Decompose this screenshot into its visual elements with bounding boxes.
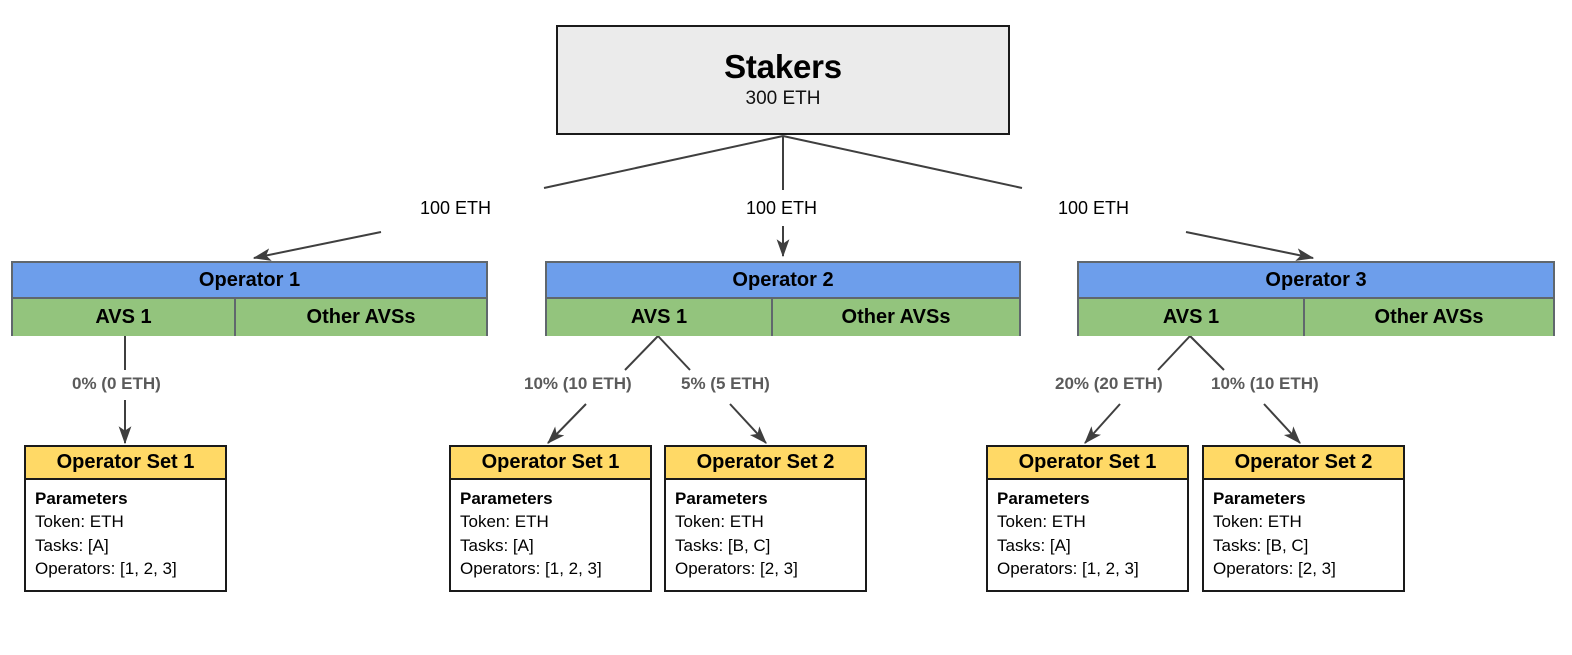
operator-set-title: Operator Set 1 [451, 447, 650, 480]
operator-2-title: Operator 2 [547, 263, 1019, 299]
operator-set-node-op2-set2[interactable]: Operator Set 2 Parameters Token: ETH Tas… [664, 445, 867, 592]
param-token: Token: ETH [675, 512, 764, 532]
edge-stakers-op3-lower [1185, 231, 1315, 261]
param-operators: Operators: [1, 2, 3] [35, 558, 177, 578]
allocation-label-op2-set1: 10% (10 ETH) [524, 374, 632, 393]
stake-label-op2: 100 ETH [746, 198, 818, 218]
param-token: Token: ETH [35, 512, 124, 532]
edge-op3-set1-upper [1157, 335, 1191, 371]
operator-3-avs-row: AVS 1 Other AVSs [1079, 299, 1553, 336]
operator-node-2[interactable]: Operator 2 AVS 1 Other AVSs [545, 261, 1021, 336]
allocation-label-op3-set2: 10% (10 ETH) [1211, 374, 1319, 393]
param-tasks: Tasks: [B, C] [1213, 535, 1309, 555]
edge-op3-set1-lower [1084, 403, 1121, 444]
stake-label-op1: 100 ETH [420, 198, 492, 218]
parameters-heading: Parameters [35, 489, 128, 508]
edge-op2-set2-lower [729, 403, 767, 444]
edge-op2-set2-upper [657, 335, 691, 371]
edge-stakers-op1-upper [543, 135, 784, 189]
edge-op2-set1-upper [624, 335, 659, 371]
param-token: Token: ETH [1213, 512, 1302, 532]
operator-1-title: Operator 1 [13, 263, 486, 299]
operator-set-title: Operator Set 2 [666, 447, 865, 480]
stakers-amount: 300 ETH [745, 88, 821, 110]
param-operators: Operators: [2, 3] [675, 558, 798, 578]
parameters-heading: Parameters [1213, 489, 1306, 508]
edge-op3-set2-lower [1263, 403, 1301, 444]
operator-set-body: Parameters Token: ETH Tasks: [A] Operato… [26, 480, 225, 586]
operator-set-body: Parameters Token: ETH Tasks: [B, C] Oper… [666, 480, 865, 586]
operator-2-avs-other[interactable]: Other AVSs [773, 299, 1019, 336]
operator-set-title: Operator Set 2 [1204, 447, 1403, 480]
allocation-label-op2-set2: 5% (5 ETH) [681, 374, 770, 393]
parameters-heading: Parameters [997, 489, 1090, 508]
operator-1-avs-other[interactable]: Other AVSs [236, 299, 486, 336]
param-tasks: Tasks: [B, C] [675, 535, 771, 555]
operator-3-title: Operator 3 [1079, 263, 1553, 299]
edge-op2-set1-lower [547, 403, 587, 444]
param-operators: Operators: [1, 2, 3] [460, 558, 602, 578]
operator-1-avs-row: AVS 1 Other AVSs [13, 299, 486, 336]
parameters-heading: Parameters [675, 489, 768, 508]
stake-label-op3: 100 ETH [1058, 198, 1130, 218]
operator-set-node-op3-set2[interactable]: Operator Set 2 Parameters Token: ETH Tas… [1202, 445, 1405, 592]
operator-3-avs-other[interactable]: Other AVSs [1305, 299, 1553, 336]
edge-op3-set2-upper [1189, 335, 1225, 371]
operator-2-avs-row: AVS 1 Other AVSs [547, 299, 1019, 336]
allocation-label-op1-set1: 0% (0 ETH) [72, 374, 161, 393]
param-tasks: Tasks: [A] [460, 535, 534, 555]
operator-set-title: Operator Set 1 [988, 447, 1187, 480]
operator-set-node-op3-set1[interactable]: Operator Set 1 Parameters Token: ETH Tas… [986, 445, 1189, 592]
operator-1-avs-primary[interactable]: AVS 1 [13, 299, 236, 336]
operator-node-1[interactable]: Operator 1 AVS 1 Other AVSs [11, 261, 488, 336]
operator-set-title: Operator Set 1 [26, 447, 225, 480]
param-operators: Operators: [2, 3] [1213, 558, 1336, 578]
operator-2-avs-primary[interactable]: AVS 1 [547, 299, 773, 336]
param-tasks: Tasks: [A] [997, 535, 1071, 555]
operator-set-node-op2-set1[interactable]: Operator Set 1 Parameters Token: ETH Tas… [449, 445, 652, 592]
allocation-label-op3-set1: 20% (20 ETH) [1055, 374, 1163, 393]
parameters-heading: Parameters [460, 489, 553, 508]
operator-3-avs-primary[interactable]: AVS 1 [1079, 299, 1305, 336]
operator-set-body: Parameters Token: ETH Tasks: [A] Operato… [988, 480, 1187, 586]
param-token: Token: ETH [460, 512, 549, 532]
operator-node-3[interactable]: Operator 3 AVS 1 Other AVSs [1077, 261, 1555, 336]
operator-set-body: Parameters Token: ETH Tasks: [B, C] Oper… [1204, 480, 1403, 586]
stakers-node[interactable]: Stakers 300 ETH [556, 25, 1010, 135]
param-tasks: Tasks: [A] [35, 535, 109, 555]
param-token: Token: ETH [997, 512, 1086, 532]
operator-set-node-op1-set1[interactable]: Operator Set 1 Parameters Token: ETH Tas… [24, 445, 227, 592]
stakers-title: Stakers [724, 47, 842, 85]
param-operators: Operators: [1, 2, 3] [997, 558, 1139, 578]
edge-stakers-op1-lower [252, 231, 382, 261]
edge-stakers-op3-upper [782, 135, 1023, 189]
operator-set-body: Parameters Token: ETH Tasks: [A] Operato… [451, 480, 650, 586]
